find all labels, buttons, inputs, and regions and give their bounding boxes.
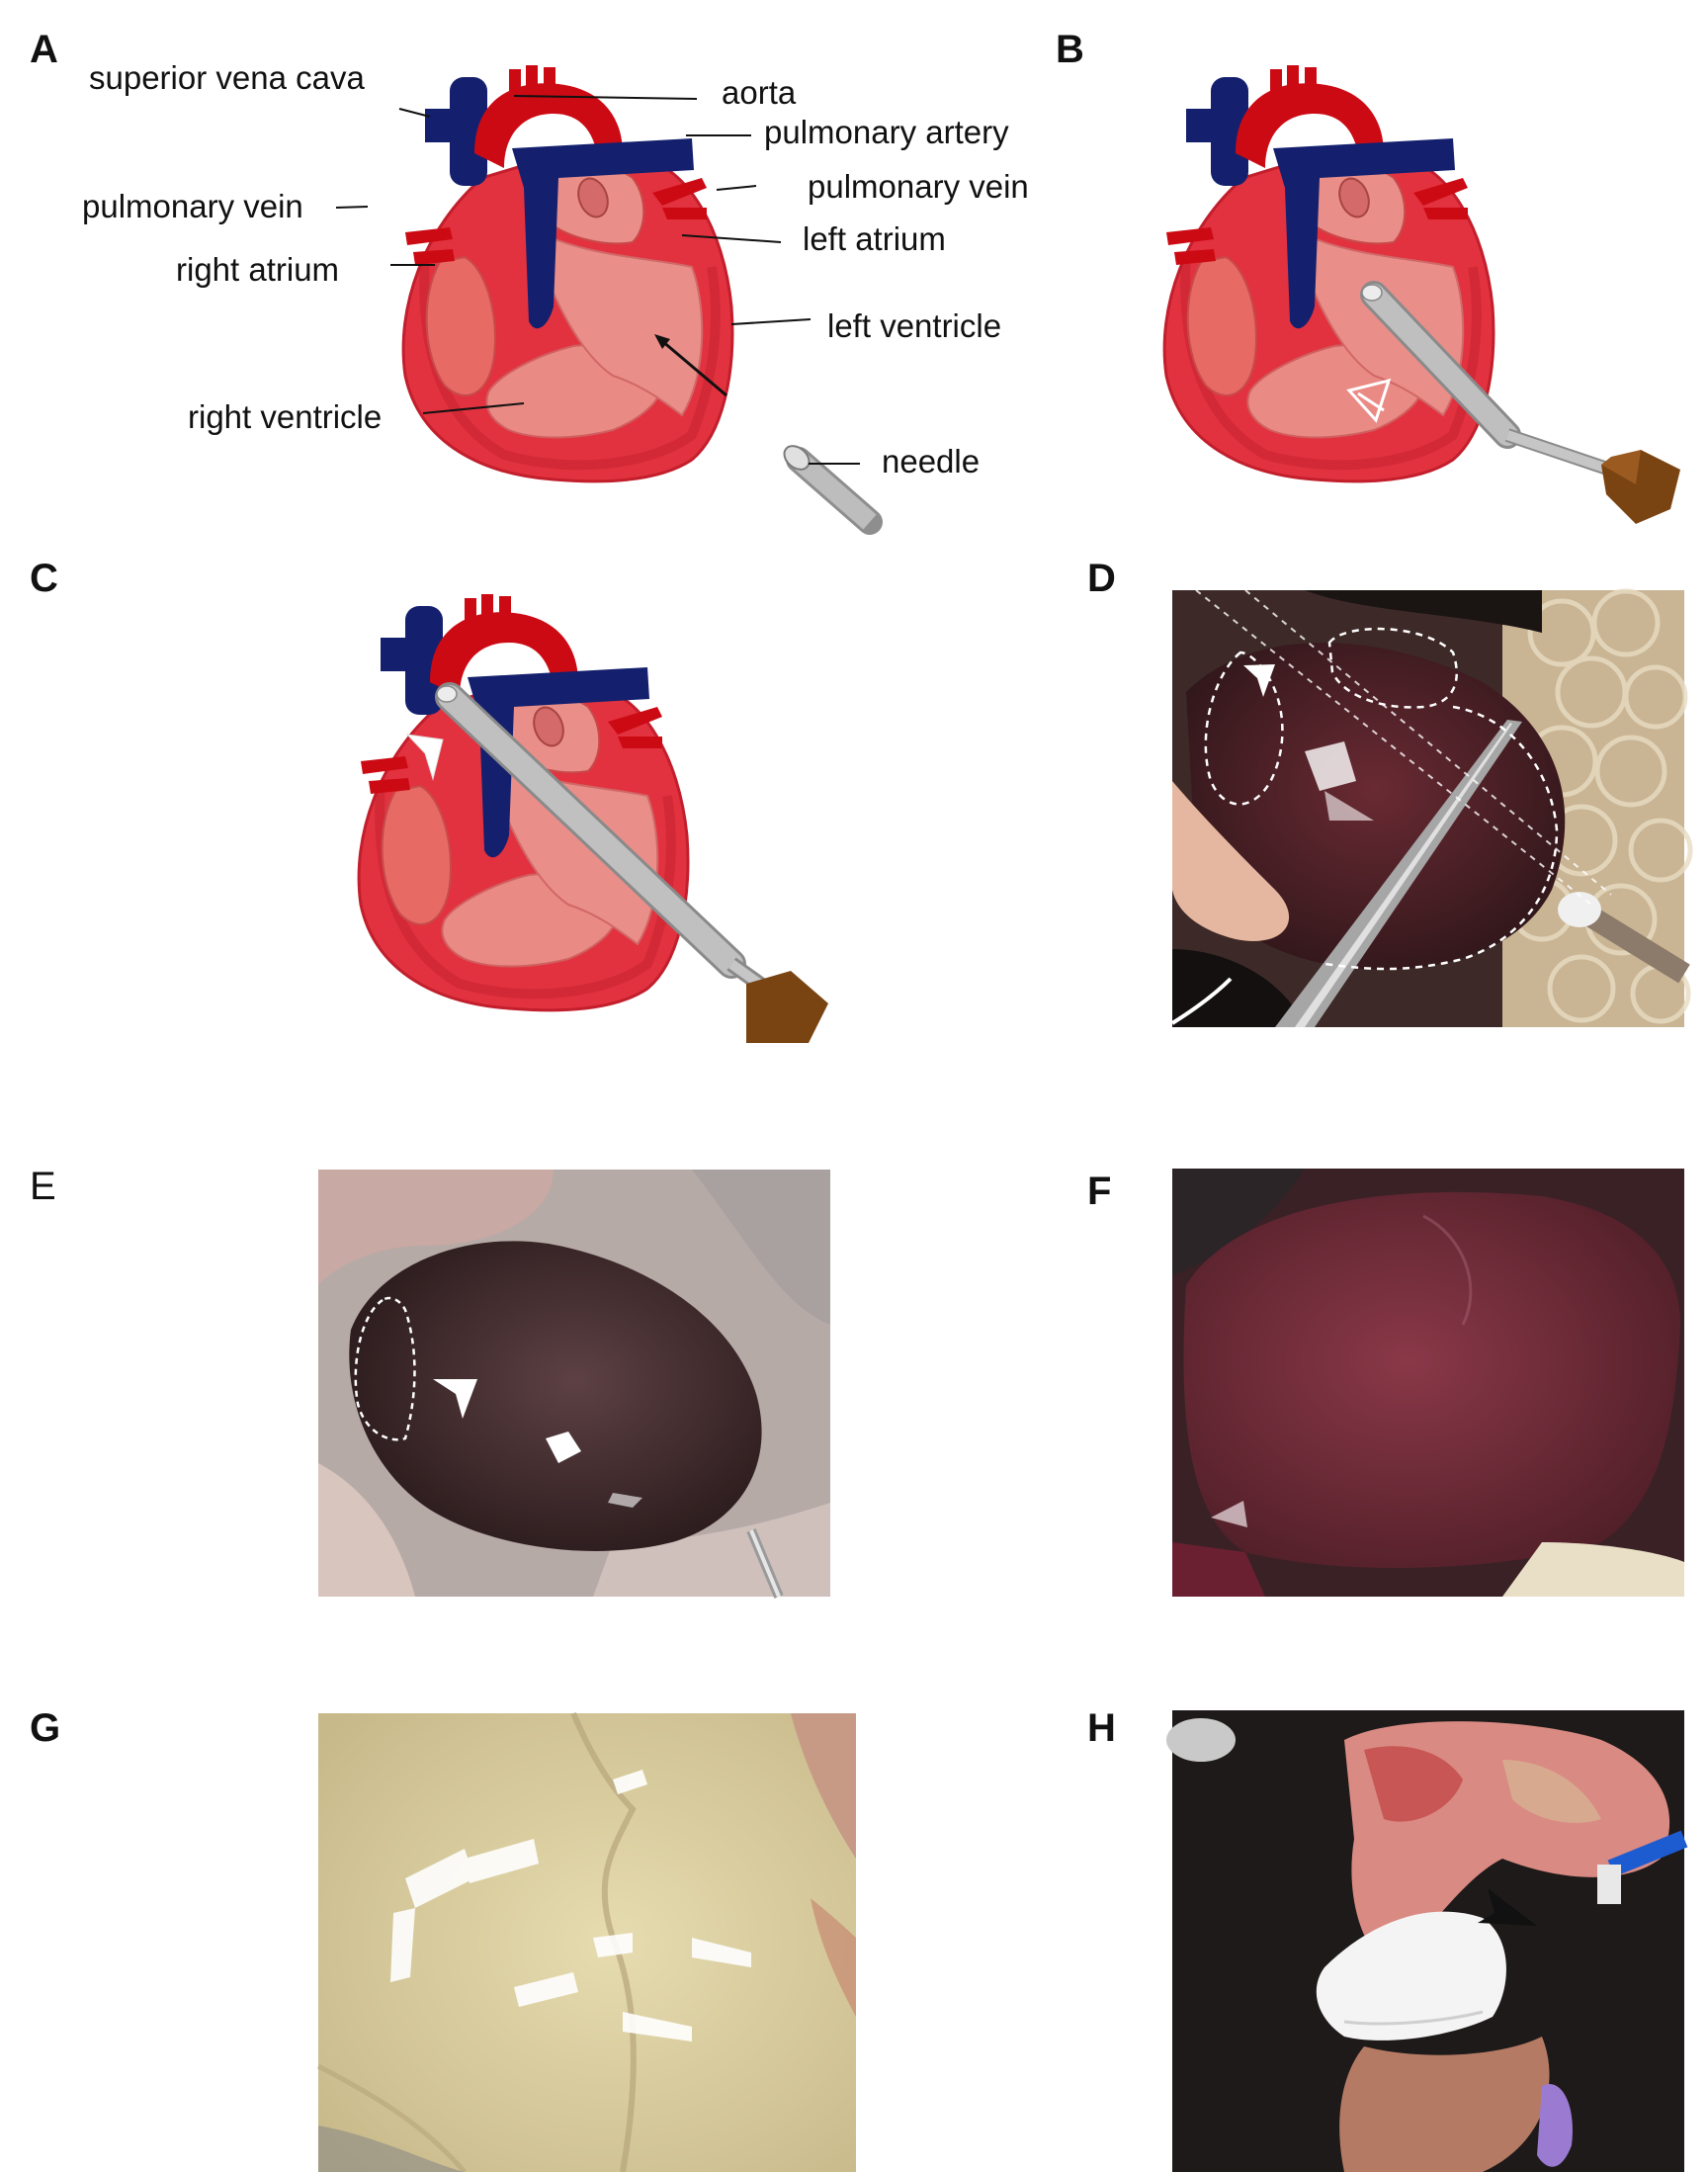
panel-c-letter: C [30,557,58,600]
arrowhead-h-icon [1478,1888,1537,1926]
panel-d-letter: D [1087,557,1116,600]
panel-f-letter: F [1087,1170,1112,1213]
panel-e-photo [318,1170,830,1599]
panel-a-leader-lines [335,95,860,465]
panel-a-heart-diagram [403,65,732,481]
arrowhead-e-icon [433,1379,477,1419]
needle-b [1360,281,1680,524]
label-pulmonary-vein-right: pulmonary vein [82,188,303,224]
panel-g-photo [316,1711,856,2172]
arrowhead-c-icon [405,734,444,781]
panel-f-photo [1172,1169,1684,1597]
panel-e-letter: E [30,1165,56,1208]
needle-icon [783,445,883,535]
label-needle: needle [882,443,981,479]
panel-b-heart-diagram [1164,65,1494,481]
panel-b-letter: B [1056,28,1084,71]
needle-c [435,682,828,1043]
panel-h-photo [1166,1710,1688,2172]
panel-a-letter: A [30,28,58,71]
label-left-atrium: left atrium [803,220,946,257]
panel-d-photo [1170,588,1693,1027]
panel-h-letter: H [1087,1706,1116,1750]
label-pulmonary-vein-left: pulmonary vein [808,168,1029,205]
label-right-atrium: right atrium [176,251,340,288]
arrowhead-d-icon [1243,664,1275,697]
blood-flow-arrow [661,339,727,397]
label-pulmonary-artery: pulmonary artery [764,114,1009,150]
label-aorta: aorta [722,74,797,111]
panel-c-heart-diagram [359,594,688,1010]
open-arrowhead-icon [1346,378,1392,423]
panel-g-letter: G [30,1706,61,1750]
label-superior-vena-cava: superior vena cava [89,59,365,96]
label-right-ventricle: right ventricle [188,398,383,435]
label-left-ventricle: left ventricle [827,307,1002,344]
